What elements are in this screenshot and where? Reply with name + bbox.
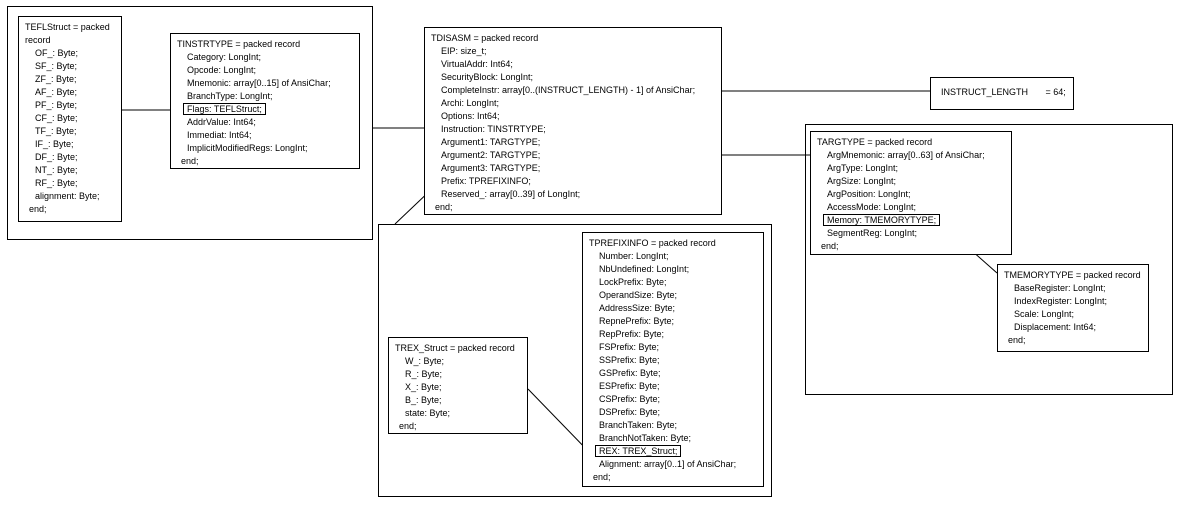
field-item: AccessMode: LongInt;: [827, 202, 917, 212]
field-item: EIP: size_t;: [441, 46, 487, 56]
field-item: NbUndefined: LongInt;: [599, 264, 690, 274]
record-targtype: TARGTYPE = packed record ArgMnemonic: ar…: [810, 131, 1012, 255]
field-item: ArgSize: LongInt;: [827, 176, 897, 186]
field-item: Category: LongInt;: [187, 52, 262, 62]
field-item: Scale: LongInt;: [1014, 309, 1075, 319]
field-item: SecurityBlock: LongInt;: [441, 72, 534, 82]
field-list: Number: LongInt; NbUndefined: LongInt; L…: [589, 250, 757, 471]
field-item-memory: Memory: TMEMORYTYPE;: [823, 214, 1005, 227]
field-item: Immediat: Int64;: [187, 130, 252, 140]
field-item: OF_: Byte;: [35, 48, 79, 58]
record-tprefixinfo: TPREFIXINFO = packed record Number: Long…: [582, 232, 764, 487]
field-item: ZF_: Byte;: [35, 74, 77, 84]
field-list: ArgMnemonic: array[0..63] of AnsiChar; A…: [817, 149, 1005, 240]
record-end: end;: [399, 421, 417, 431]
field-item: TF_: Byte;: [35, 126, 77, 136]
field-list: EIP: size_t; VirtualAddr: Int64; Securit…: [431, 45, 715, 201]
record-end: end;: [435, 202, 453, 212]
group-frame-instruction: [7, 6, 373, 240]
record-end: end;: [821, 241, 839, 251]
field-item: ArgType: LongInt;: [827, 163, 899, 173]
record-title: TARGTYPE = packed record: [817, 137, 933, 147]
field-item: SSPrefix: Byte;: [599, 355, 660, 365]
const-instruct-length: INSTRUCT_LENGTH = 64;: [930, 77, 1074, 110]
field-item: ESPrefix: Byte;: [599, 381, 660, 391]
field-item: W_: Byte;: [405, 356, 445, 366]
field-item-flags: Flags: TEFLStruct;: [183, 103, 353, 116]
field-item: BaseRegister: LongInt;: [1014, 283, 1106, 293]
field-item: X_: Byte;: [405, 382, 442, 392]
record-end: end;: [1008, 335, 1026, 345]
field-item: Argument1: TARGTYPE;: [441, 137, 541, 147]
field-item: Options: Int64;: [441, 111, 500, 121]
record-tmemorytype: TMEMORYTYPE = packed record BaseRegister…: [997, 264, 1149, 352]
field-item: Archi: LongInt;: [441, 98, 500, 108]
field-list: Category: LongInt; Opcode: LongInt; Mnem…: [177, 51, 353, 155]
record-end: end;: [593, 472, 611, 482]
record-title: TINSTRTYPE = packed record: [177, 39, 301, 49]
field-item: ArgPosition: LongInt;: [827, 189, 911, 199]
field-item: Displacement: Int64;: [1014, 322, 1097, 332]
field-item: PF_: Byte;: [35, 100, 78, 110]
field-item: NT_: Byte;: [35, 165, 78, 175]
field-item: B_: Byte;: [405, 395, 442, 405]
field-item: CF_: Byte;: [35, 113, 78, 123]
field-item: IndexRegister: LongInt;: [1014, 296, 1108, 306]
field-item: BranchTaken: Byte;: [599, 420, 678, 430]
field-item: Mnemonic: array[0..15] of AnsiChar;: [187, 78, 331, 88]
field-item: BranchType: LongInt;: [187, 91, 273, 101]
field-item: DF_: Byte;: [35, 152, 78, 162]
field-item: DSPrefix: Byte;: [599, 407, 661, 417]
field-item: Argument2: TARGTYPE;: [441, 150, 541, 160]
field-item: BranchNotTaken: Byte;: [599, 433, 692, 443]
field-list: BaseRegister: LongInt; IndexRegister: Lo…: [1004, 282, 1142, 334]
field-item: CSPrefix: Byte;: [599, 394, 661, 404]
record-title: TPREFIXINFO = packed record: [589, 238, 716, 248]
field-item: ArgMnemonic: array[0..63] of AnsiChar;: [827, 150, 985, 160]
record-teflstruct: TEFLStruct = packed record OF_: Byte; SF…: [18, 16, 122, 222]
field-item: Instruction: TINSTRTYPE;: [441, 124, 546, 134]
field-list: OF_: Byte; SF_: Byte; ZF_: Byte; AF_: By…: [25, 47, 115, 203]
field-item: Argument3: TARGTYPE;: [441, 163, 541, 173]
field-item: ImplicitModifiedRegs: LongInt;: [187, 143, 308, 153]
field-item: SegmentReg: LongInt;: [827, 228, 918, 238]
field-item: Alignment: array[0..1] of AnsiChar;: [599, 459, 737, 469]
record-end: end;: [29, 204, 47, 214]
field-item-rex: REX: TREX_Struct;: [595, 445, 757, 458]
record-title: TEFLStruct = packed record: [25, 22, 110, 45]
field-item: alignment: Byte;: [35, 191, 100, 201]
record-trex-struct: TREX_Struct = packed record W_: Byte; R_…: [388, 337, 528, 434]
field-item: SF_: Byte;: [35, 61, 78, 71]
field-item: OperandSize: Byte;: [599, 290, 678, 300]
field-item: Opcode: LongInt;: [187, 65, 257, 75]
record-tinstrtype: TINSTRTYPE = packed record Category: Lon…: [170, 33, 360, 169]
record-end: end;: [181, 156, 199, 166]
record-title: TREX_Struct = packed record: [395, 343, 515, 353]
group-frame-prefix: [378, 224, 772, 497]
field-item: Prefix: TPREFIXINFO;: [441, 176, 531, 186]
field-item: GSPrefix: Byte;: [599, 368, 661, 378]
field-item: FSPrefix: Byte;: [599, 342, 660, 352]
group-frame-argument: [805, 124, 1173, 395]
record-title: TDISASM = packed record: [431, 33, 539, 43]
field-item: VirtualAddr: Int64;: [441, 59, 513, 69]
record-tdisasm: TDISASM = packed record EIP: size_t; Vir…: [424, 27, 722, 215]
field-list: W_: Byte; R_: Byte; X_: Byte; B_: Byte; …: [395, 355, 521, 420]
field-item: Reserved_: array[0..39] of LongInt;: [441, 189, 581, 199]
field-item: CompleteInstr: array[0..(INSTRUCT_LENGTH…: [441, 85, 696, 95]
connector-rex-trexstruct: [527, 388, 593, 456]
field-item: state: Byte;: [405, 408, 451, 418]
field-item: RF_: Byte;: [35, 178, 78, 188]
field-item: IF_: Byte;: [35, 139, 74, 149]
field-item: RepnePrefix: Byte;: [599, 316, 675, 326]
field-item: AF_: Byte;: [35, 87, 78, 97]
record-title: TMEMORYTYPE = packed record: [1004, 270, 1141, 280]
field-item: RepPrefix: Byte;: [599, 329, 665, 339]
field-item: LockPrefix: Byte;: [599, 277, 667, 287]
field-item: AddrValue: Int64;: [187, 117, 256, 127]
field-item: AddressSize: Byte;: [599, 303, 676, 313]
field-item: R_: Byte;: [405, 369, 443, 379]
field-item: Number: LongInt;: [599, 251, 669, 261]
